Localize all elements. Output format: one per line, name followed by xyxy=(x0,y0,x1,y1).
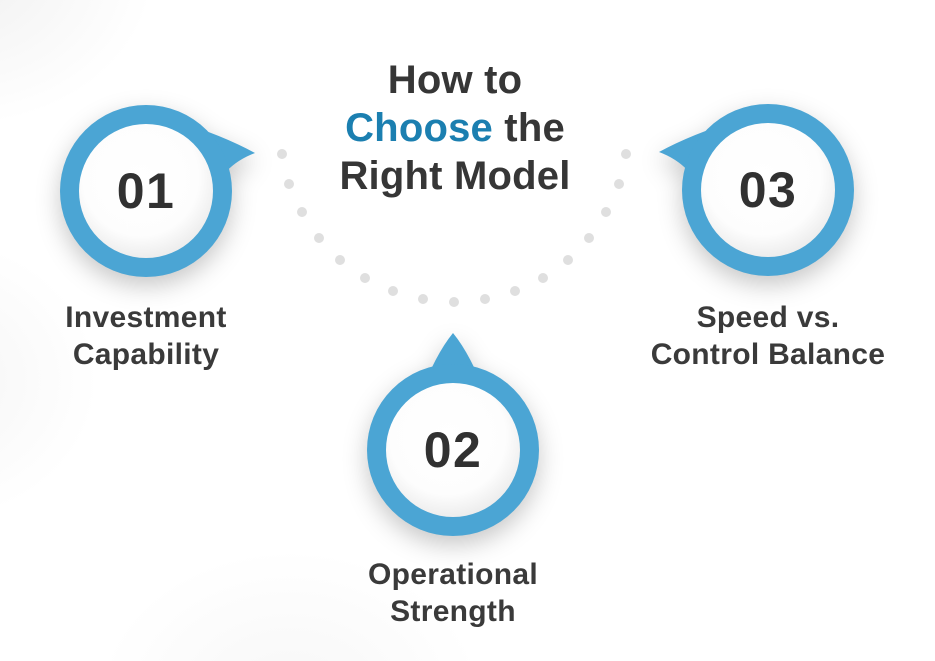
step-number-01: 01 xyxy=(116,163,176,219)
arc-dot xyxy=(284,179,294,189)
step-label-line: Speed vs. xyxy=(696,301,840,334)
arc-dot xyxy=(510,286,520,296)
arc-dot xyxy=(621,149,631,159)
arc-dot xyxy=(418,294,428,304)
step-badge-03: 03 xyxy=(648,70,888,310)
title-line-1: How to xyxy=(387,58,523,102)
arc-dot xyxy=(277,149,287,159)
circle-badge-icon xyxy=(659,104,854,276)
arc-dot xyxy=(563,255,573,265)
step-badge-01: 01 xyxy=(26,71,266,311)
step-label-line: Strength xyxy=(390,595,516,628)
arc-dot xyxy=(314,233,324,243)
step-number-03: 03 xyxy=(738,162,798,218)
step-label-line: Control Balance xyxy=(650,338,886,371)
title-line-2-rest: the xyxy=(492,106,565,150)
step-label-operational-strength: Operational Strength xyxy=(303,556,603,630)
arc-dot xyxy=(335,255,345,265)
arc-dot xyxy=(601,207,611,217)
arc-dot xyxy=(449,297,459,307)
step-label-line: Capability xyxy=(72,338,220,371)
step-label-line: Operational xyxy=(368,558,538,591)
circle-badge-icon xyxy=(60,105,255,277)
arc-dot xyxy=(297,207,307,217)
title-line-3: Right Model xyxy=(339,154,571,198)
arc-dot xyxy=(584,233,594,243)
step-label-line: Investment xyxy=(65,301,227,334)
step-label-investment-capability: Investment Capability xyxy=(0,299,292,373)
arc-dot xyxy=(480,294,490,304)
arc-dot xyxy=(388,286,398,296)
step-number-02: 02 xyxy=(423,422,483,478)
dotted-arc xyxy=(277,149,631,307)
step-label-speed-vs-control-balance: Speed vs. Control Balance xyxy=(608,299,928,373)
step-badge-02: 02 xyxy=(333,330,573,570)
page-title: How to Choose the Right Model xyxy=(0,56,910,200)
arc-dot xyxy=(360,273,370,283)
title-highlight: Choose xyxy=(345,106,493,150)
circle-badge-icon xyxy=(367,333,539,536)
arc-dot xyxy=(614,179,624,189)
arc-dot xyxy=(538,273,548,283)
